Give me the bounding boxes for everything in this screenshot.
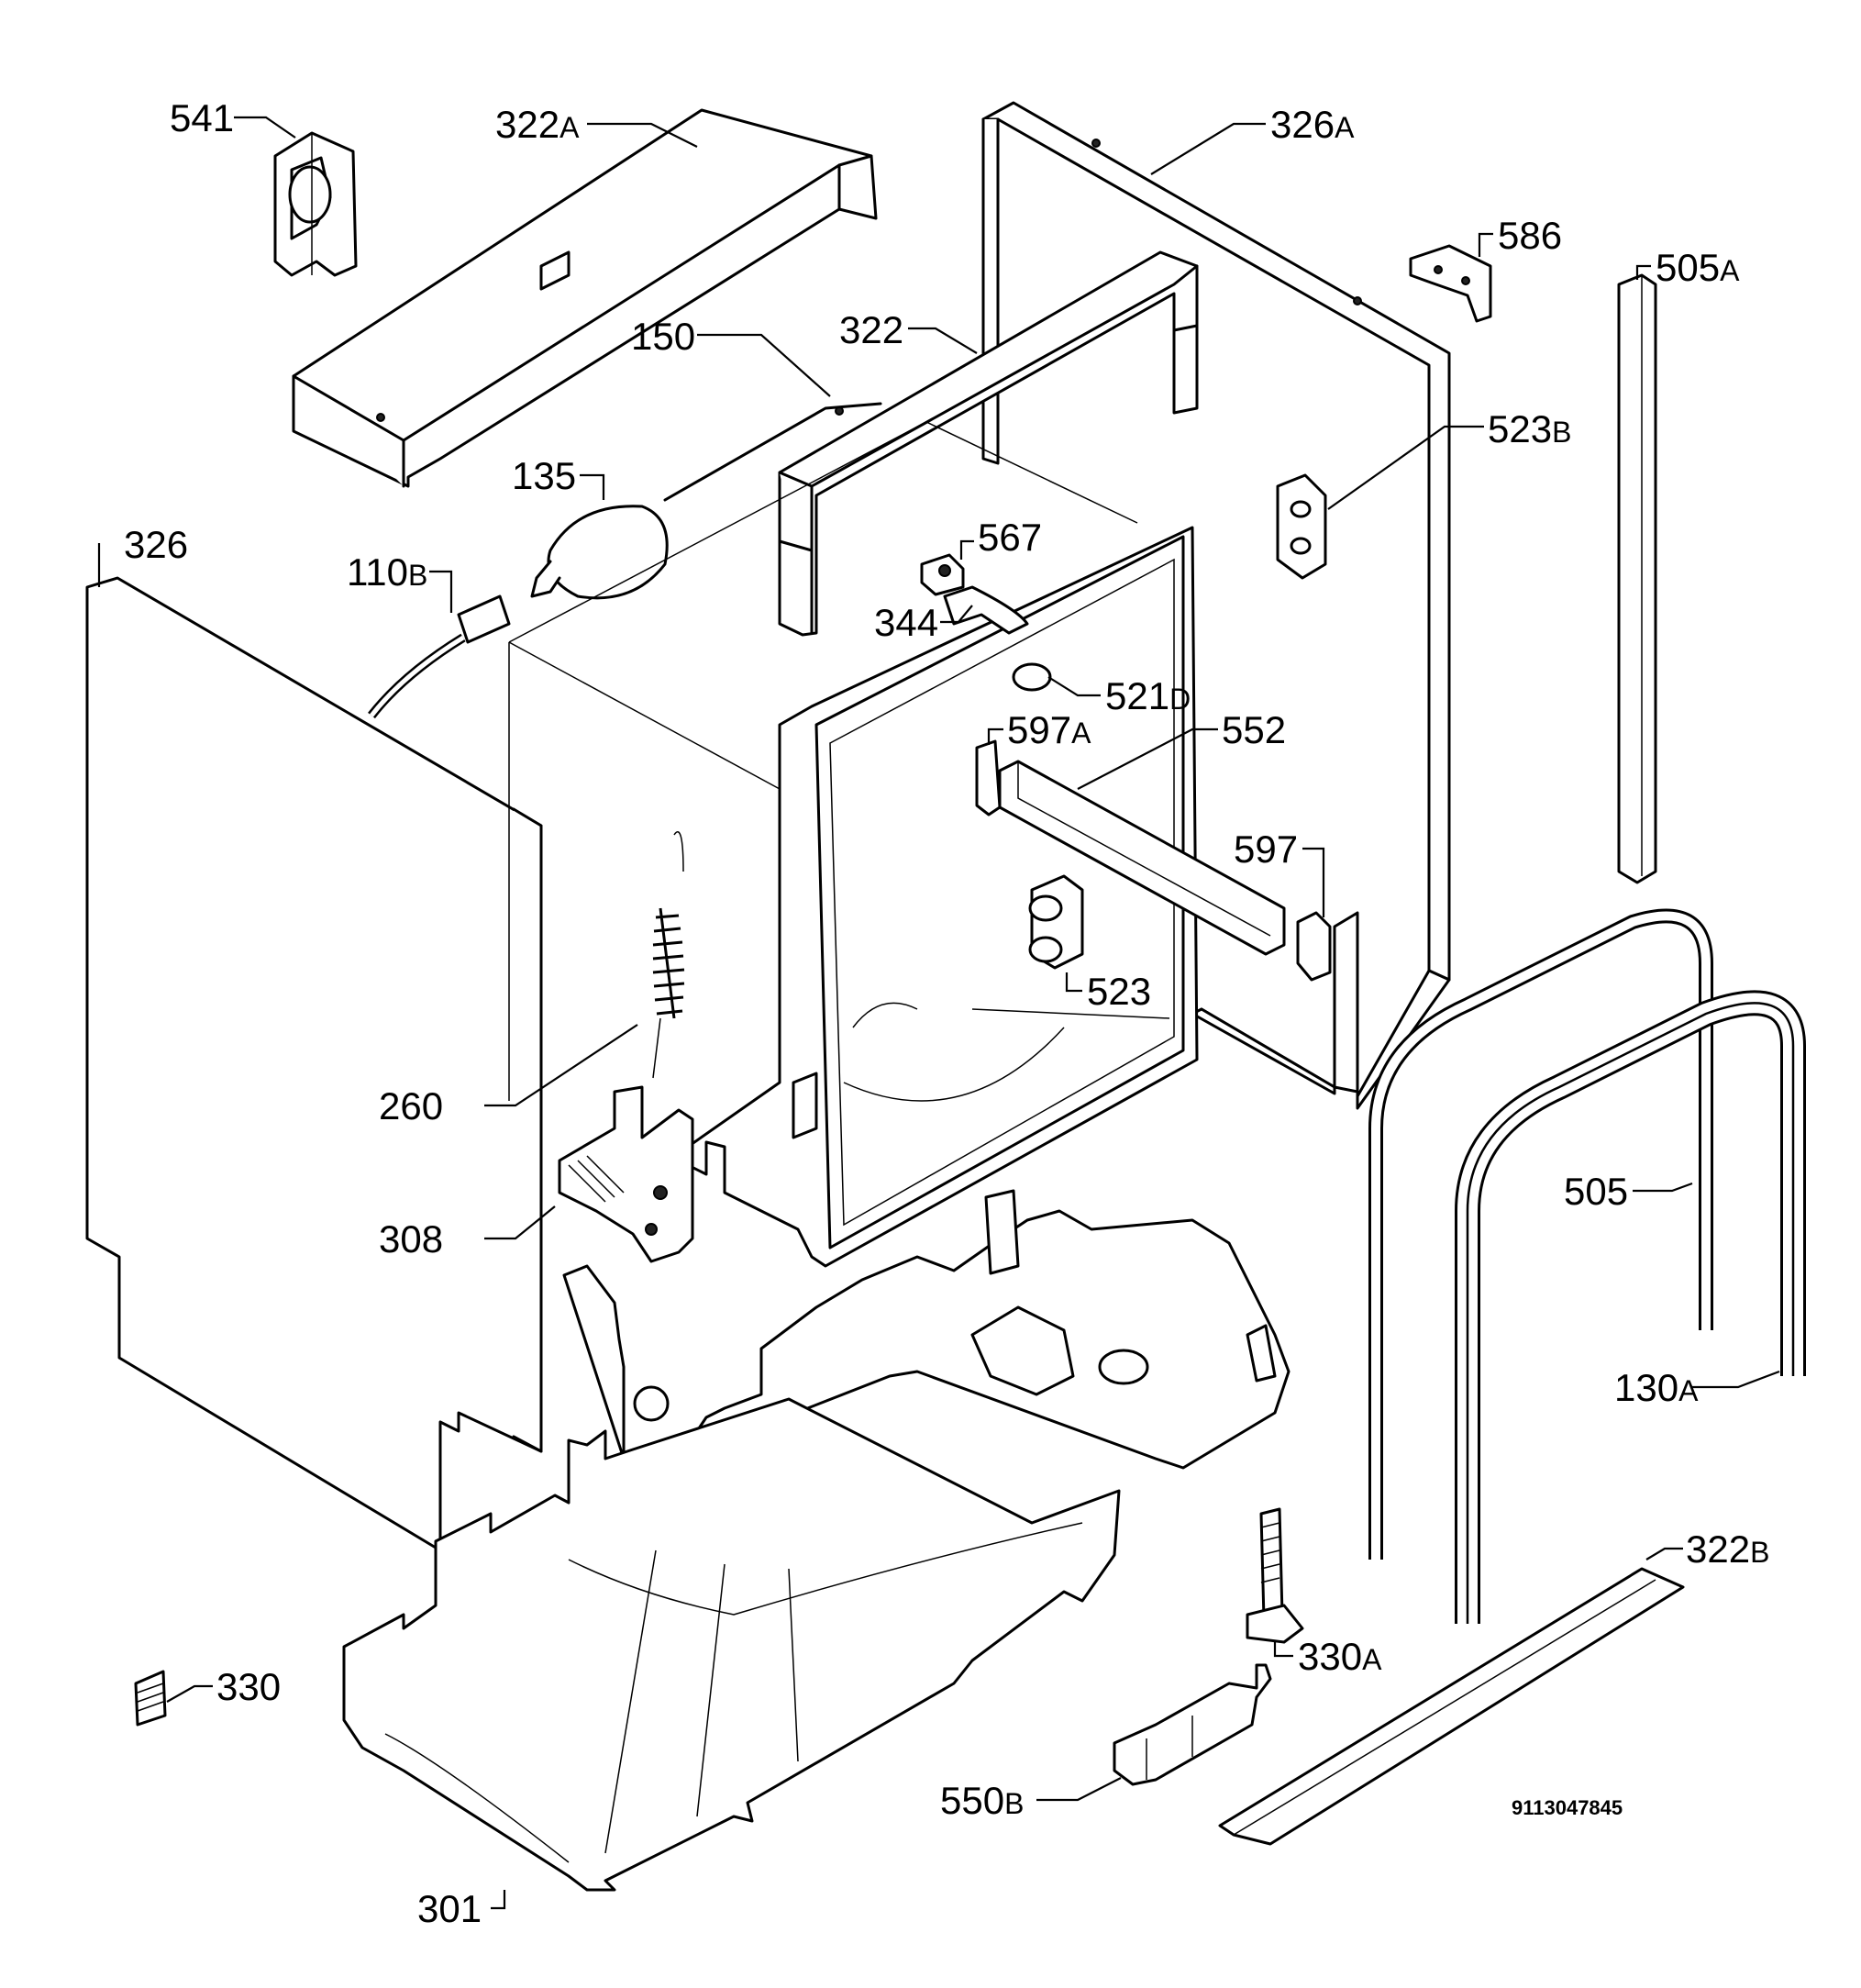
callout-523: 523 (1087, 970, 1151, 1013)
spring-260 (652, 831, 685, 1079)
wire-344 (943, 585, 1029, 635)
hinge-308 (558, 1085, 694, 1263)
callout-326a: 326A (1270, 103, 1355, 146)
callout-301: 301 (417, 1887, 482, 1930)
foot-330 (134, 1670, 167, 1727)
callout-521d: 521D (1105, 674, 1191, 717)
callout-330a: 330A (1298, 1635, 1382, 1678)
inlet-hose-110b (368, 594, 511, 719)
callout-110b: 110B (347, 550, 427, 594)
connector-523b (1276, 473, 1327, 580)
tub-top-150 (663, 402, 882, 502)
callout-308: 308 (379, 1217, 443, 1261)
bracket-586 (1409, 244, 1492, 323)
clip-597 (1296, 911, 1332, 982)
seal-strip-505a (1617, 273, 1657, 884)
callout-505: 505 (1564, 1170, 1628, 1213)
bottom-rail-322b (1218, 1567, 1685, 1846)
leader-lines (97, 116, 1780, 1910)
side-panel-326 (85, 576, 543, 1552)
callout-322b: 322B (1686, 1527, 1769, 1571)
plug-521d (1012, 662, 1052, 692)
callout-322: 322 (839, 308, 903, 351)
callout-567: 567 (978, 516, 1042, 559)
callout-597: 597 (1234, 827, 1298, 871)
callout-326: 326 (124, 523, 188, 566)
callout-505a: 505A (1656, 246, 1740, 289)
callout-586: 586 (1498, 214, 1562, 257)
connector-523 (1028, 874, 1084, 970)
foot-330a (1246, 1507, 1304, 1644)
callout-130a: 130A (1614, 1366, 1699, 1409)
document-number: 9113047845 (1512, 1796, 1623, 1819)
clip-541 (273, 131, 358, 277)
tub-body (508, 421, 1138, 1101)
callout-552: 552 (1222, 708, 1286, 751)
callout-597a: 597A (1007, 708, 1091, 751)
callout-344: 344 (874, 601, 938, 644)
callout-150: 150 (631, 315, 695, 358)
tub-front-frame (686, 526, 1199, 1268)
callout-523b: 523B (1488, 407, 1571, 450)
door-seal-130a (1455, 990, 1806, 1624)
clip-597a (975, 739, 1002, 816)
bracket-550b (1113, 1663, 1272, 1786)
base-pan-301 (342, 1397, 1121, 1892)
callout-322a: 322A (495, 103, 580, 146)
callout-330: 330 (216, 1665, 281, 1708)
callout-135: 135 (512, 454, 576, 497)
rail-552 (998, 760, 1286, 956)
callout-260: 260 (379, 1084, 443, 1127)
callout-550b: 550B (940, 1779, 1024, 1822)
top-frame-322a (292, 108, 878, 488)
dispenser-135 (530, 505, 669, 600)
clip-567 (920, 553, 965, 596)
callout-541: 541 (170, 96, 234, 139)
door-seal-505 (1368, 908, 1713, 1560)
